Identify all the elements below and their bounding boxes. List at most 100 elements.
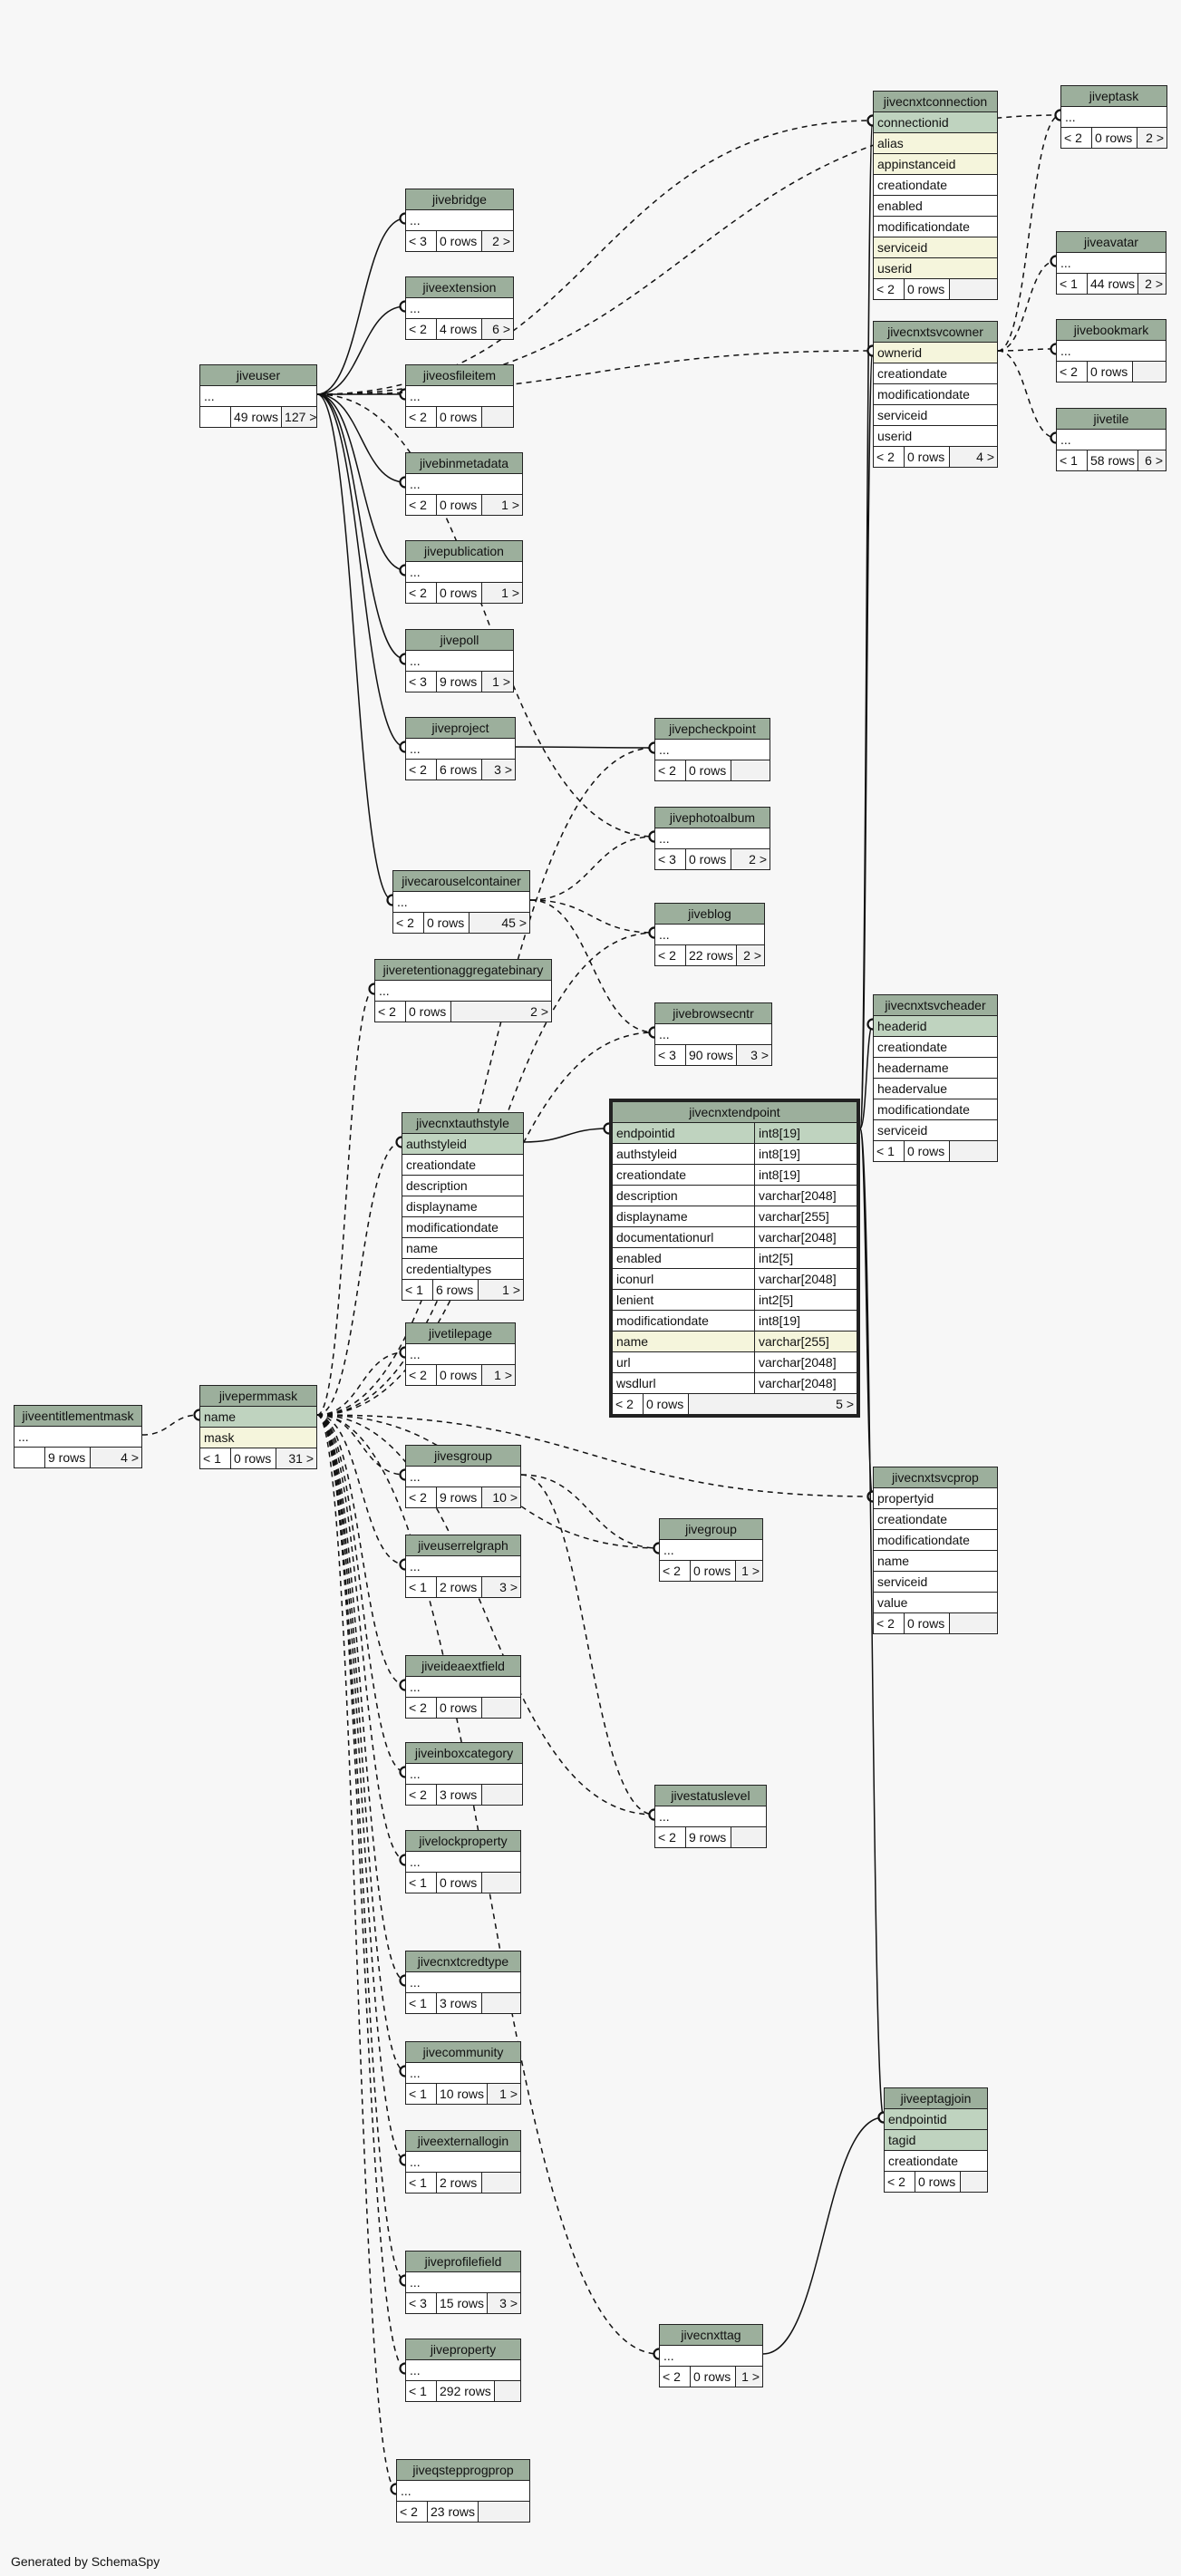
table-header[interactable]: jivebridge <box>406 189 513 210</box>
table-header[interactable]: jivegroup <box>660 1519 762 1540</box>
table-header[interactable]: jivebookmark <box>1057 320 1166 341</box>
table-header[interactable]: jiveeptagjoin <box>885 2088 987 2109</box>
column-row: enabled <box>874 196 997 217</box>
table-header[interactable]: jivetilepage <box>406 1323 515 1344</box>
table-header[interactable]: jiveexternallogin <box>406 2131 520 2152</box>
table-header[interactable]: jivebrowsecntr <box>655 1003 771 1024</box>
table-header[interactable]: jivepermmask <box>200 1386 316 1407</box>
parents-count: < 1 <box>406 2084 437 2104</box>
table-header[interactable]: jivepcheckpoint <box>655 719 770 740</box>
table-header[interactable]: jiveblog <box>655 904 764 925</box>
table-header[interactable]: jivetile <box>1057 409 1166 430</box>
table-header[interactable]: jivecommunity <box>406 2042 520 2063</box>
table-header[interactable]: jivestatuslevel <box>655 1786 766 1806</box>
table-header[interactable]: jivecnxtendpoint <box>613 1102 857 1123</box>
table-header[interactable]: jivesgroup <box>406 1446 520 1467</box>
table-header[interactable]: jivelockproperty <box>406 1831 520 1852</box>
children-count: 1 > <box>736 1561 762 1581</box>
table-header[interactable]: jiveretentionaggregatebinary <box>375 960 551 981</box>
table-header[interactable]: jiveproject <box>406 718 515 739</box>
table-header[interactable]: jivecarouselcontainer <box>393 871 529 892</box>
table-header[interactable]: jivecnxtsvcheader <box>874 995 997 1016</box>
table-header[interactable]: jiveinboxcategory <box>406 1743 522 1764</box>
row-count: 9 rows <box>437 672 482 692</box>
table-header[interactable]: jiveuser <box>200 365 316 386</box>
table-header[interactable]: jiveextension <box>406 277 513 298</box>
row-count: 4 rows <box>437 319 482 339</box>
table-header[interactable]: jiveentitlementmask <box>15 1406 141 1427</box>
table-header[interactable]: jivepoll <box>406 630 513 651</box>
table-header[interactable]: jiveprofilefield <box>406 2252 520 2272</box>
table-header[interactable]: jiveosfileitem <box>406 365 513 386</box>
table-header[interactable]: jiveuserrelgraph <box>406 1535 520 1556</box>
table-header[interactable]: jiveideaextfield <box>406 1656 520 1677</box>
column-name: modificationdate <box>406 1220 499 1235</box>
column-row: serviceid <box>874 237 997 258</box>
table-header[interactable]: jiveproperty <box>406 2339 520 2360</box>
table-header[interactable]: jivecnxttag <box>660 2325 762 2346</box>
table-header[interactable]: jiveptask <box>1061 86 1166 107</box>
table-header[interactable]: jivecnxtcredtype <box>406 1951 520 1972</box>
row-count: 9 rows <box>45 1448 91 1467</box>
table-header[interactable]: jivecnxtsvcprop <box>874 1467 997 1488</box>
table-header[interactable]: jivecnxtsvcowner <box>874 322 997 343</box>
table-header[interactable]: jivepublication <box>406 541 522 562</box>
table-header[interactable]: jiveqstepprogprop <box>397 2460 529 2481</box>
table-header[interactable]: jiveavatar <box>1057 232 1166 253</box>
table-header[interactable]: jivecnxtauthstyle <box>402 1113 523 1134</box>
column-name: endpointid <box>888 2112 947 2126</box>
column-type: int8[19] <box>754 1311 857 1331</box>
table-header[interactable]: jivecnxtconnection <box>874 92 997 112</box>
table-header[interactable]: jivebinmetadata <box>406 453 522 474</box>
table-header[interactable]: jivephotoalbum <box>655 808 770 828</box>
relationship-line <box>316 1414 411 2166</box>
